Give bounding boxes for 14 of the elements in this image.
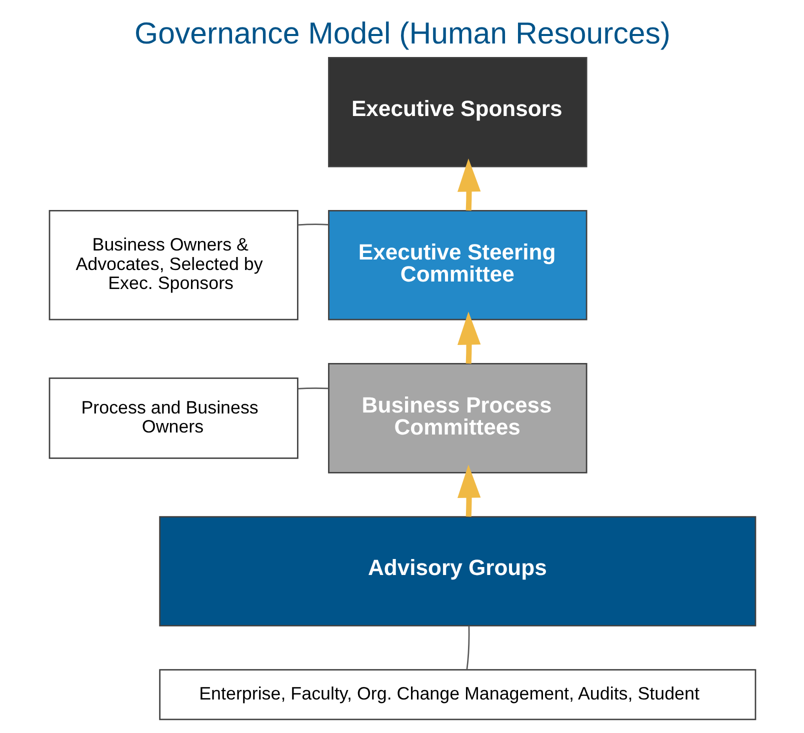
node-box: Executive Steering Committee bbox=[328, 210, 587, 320]
node-box: Business Process Committees bbox=[328, 363, 587, 474]
node-box: Process and Business Owners bbox=[48, 378, 298, 459]
node-box: Executive Sponsors bbox=[328, 56, 587, 168]
diagram-title: Governance Model (Human Resources) bbox=[134, 17, 670, 50]
node-box: Enterprise, Faculty, Org. Change Management, Audits, Student bbox=[158, 669, 756, 720]
node-box: Advisory Groups bbox=[158, 516, 756, 626]
connector bbox=[297, 388, 328, 390]
connector bbox=[466, 626, 470, 670]
arrow bbox=[456, 312, 480, 364]
node-box: Business Owners & Advocates, Selected by Exec. Sponsors bbox=[48, 210, 298, 320]
arrow bbox=[456, 464, 480, 517]
connector bbox=[297, 224, 328, 226]
arrow bbox=[456, 158, 480, 211]
